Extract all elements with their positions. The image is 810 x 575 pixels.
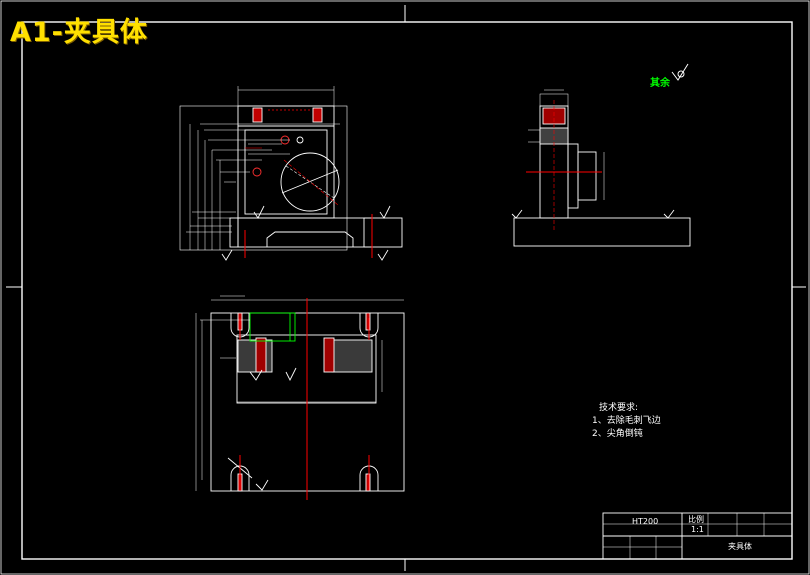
technical-requirement-item: 2、尖角倒钝	[592, 429, 643, 439]
title-block-material: HT200	[632, 517, 659, 526]
drawing-title: A1-夹具体	[10, 17, 148, 48]
title-block	[602, 512, 793, 560]
side-view	[511, 89, 691, 247]
technical-requirements: 技术要求: 1、去除毛刺飞边 2、尖角倒钝	[592, 402, 661, 441]
roughness-symbol	[671, 63, 689, 81]
surface-finish-note: 其余	[650, 78, 670, 89]
title-block-ratio-label: 比例	[688, 515, 704, 524]
technical-requirement-item: 1、去除毛刺飞边	[592, 416, 661, 426]
front-view	[179, 86, 403, 261]
title-block-part-name: 夹具体	[728, 542, 752, 551]
technical-requirements-heading: 技术要求:	[599, 403, 639, 413]
title-block-ratio-value: 1:1	[691, 525, 704, 534]
top-view	[195, 295, 405, 500]
